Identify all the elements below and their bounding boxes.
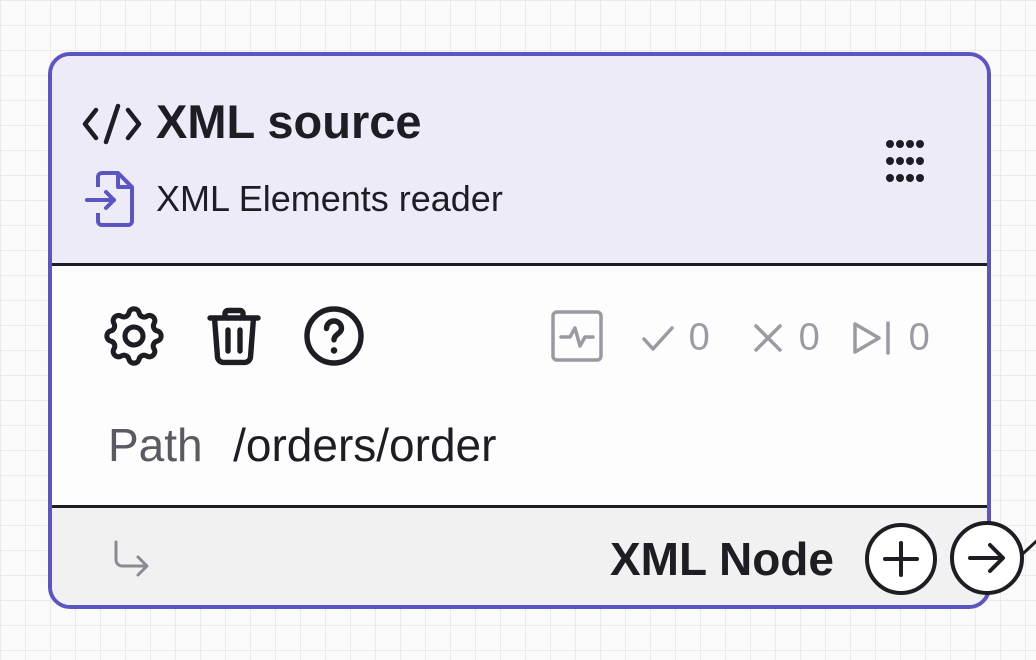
error-count-value: 0 (798, 316, 820, 359)
add-output-button[interactable] (863, 521, 939, 597)
trash-icon (207, 307, 261, 366)
gear-icon (104, 306, 164, 366)
check-icon (642, 326, 674, 351)
question-circle-icon (304, 306, 364, 366)
xml-source-node[interactable]: XML source XML Elements reader (48, 52, 991, 609)
node-toolbar: 0 0 0 (52, 300, 987, 380)
activity-monitor-icon (551, 310, 603, 362)
return-arrow-icon (114, 540, 149, 577)
grip-dots-icon[interactable] (880, 136, 930, 186)
path-value: /orders/order (233, 419, 497, 471)
output-label: XML Node (609, 533, 834, 585)
settings-button[interactable] (98, 300, 170, 372)
file-import-icon (85, 171, 134, 227)
code-icon (82, 103, 142, 145)
skipped-count: 0 (850, 315, 930, 359)
node-footer: XML Node (52, 505, 987, 605)
monitor-button[interactable] (550, 309, 604, 363)
path-property: Path /orders/order (108, 418, 496, 478)
delete-button[interactable] (198, 300, 270, 372)
node-header: XML source XML Elements reader (52, 56, 987, 266)
path-label: Path (108, 419, 203, 471)
node-title: XML source (156, 95, 422, 148)
skipped-count-value: 0 (908, 316, 930, 359)
success-count: 0 (638, 315, 710, 359)
close-icon (754, 324, 782, 352)
error-count: 0 (748, 315, 820, 359)
plus-circle-icon (865, 523, 937, 595)
node-subtitle: XML Elements reader (156, 178, 503, 219)
skip-forward-icon (853, 321, 890, 355)
arrow-right-circle-icon (950, 521, 1024, 595)
output-port-button[interactable] (948, 519, 1026, 597)
help-button[interactable] (298, 300, 370, 372)
success-count-value: 0 (688, 316, 710, 359)
